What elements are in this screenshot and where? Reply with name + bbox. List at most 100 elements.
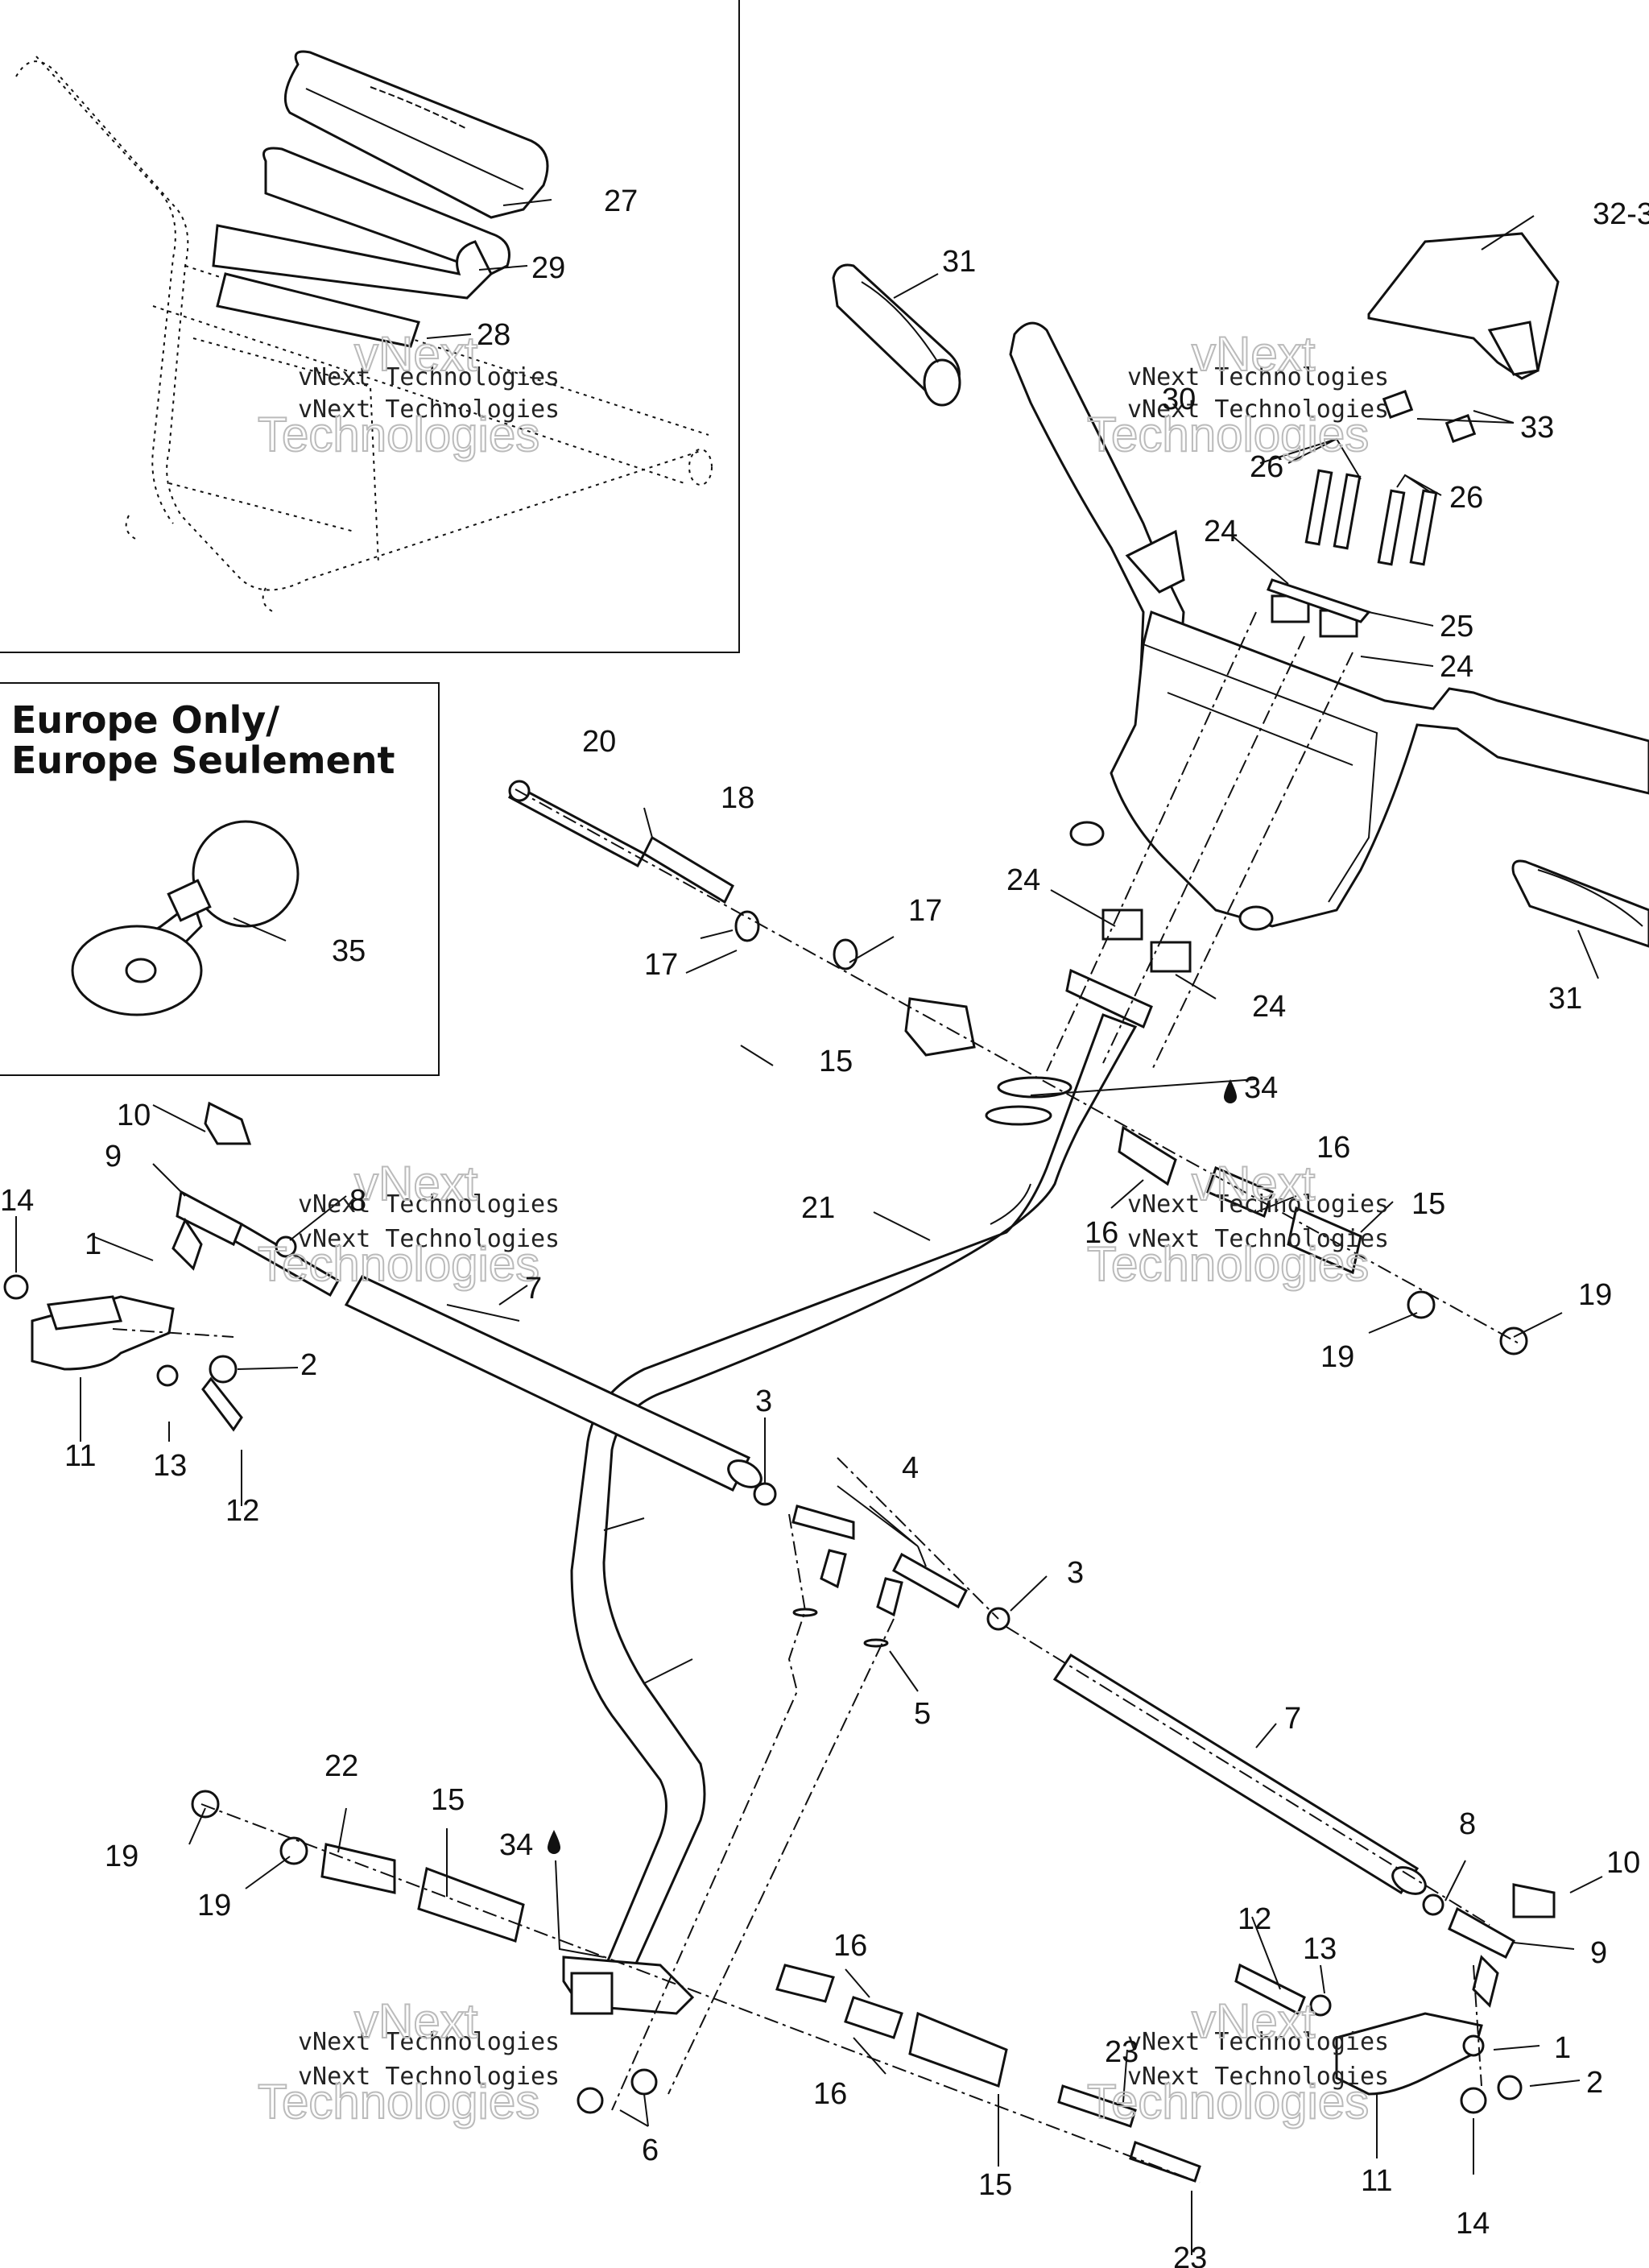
part-label-15: 15 [431,1783,465,1817]
inset-europe-title-2: Europe Seulement [11,739,395,782]
part-label-35: 35 [332,934,366,968]
part-label-18: 18 [721,781,754,815]
part-label-3: 3 [755,1384,772,1418]
watermark-line: vNext Technologies [1127,1225,1389,1253]
steering-column-21 [562,1013,1138,2015]
watermark-line: vNext Technologies [1127,395,1389,424]
part-label-31: 31 [942,245,976,279]
watermark-word: vNext [1192,327,1316,381]
part-label-19: 19 [1578,1278,1612,1312]
watermark-word: Technologies [1087,1237,1369,1291]
grip-31-upper [832,263,961,407]
part-label-23: 23 [1173,2241,1207,2268]
inset-europe-frame: Europe Only/ Europe Seulement [0,682,440,1076]
part-label-11: 11 [1361,2164,1392,2198]
watermark-line: vNext Technologies [298,363,560,391]
part-label-9: 9 [1590,1936,1607,1970]
watermark-word: vNext [354,327,478,381]
part-label-26: 26 [1449,481,1483,515]
oil-drop-icon [548,1830,560,1854]
part-label-15: 15 [1411,1187,1445,1221]
part-label-10: 10 [117,1099,151,1132]
watermark-word: Technologies [1087,2075,1369,2129]
shaft-20-18 [508,780,858,971]
steering-arm-11-left [3,1274,243,1432]
watermark-line: vNext Technologies [1127,2028,1389,2056]
steering-arm-11-right [1234,1963,1523,2114]
part-label-7: 7 [1284,1702,1301,1736]
part-labels: 27 29 28 31 32-3 30 33 26 26 24 25 24 24… [0,184,1649,2268]
part-label-12: 12 [1238,1902,1271,1936]
grip-31-lower [1511,859,1649,948]
part-label-20: 20 [582,725,616,759]
watermark: vNext Technologies vNext Technologies vN… [257,326,1389,2129]
part-label-13: 13 [1303,1932,1337,1966]
part-label-19: 19 [105,1840,138,1873]
part-label-21: 21 [801,1191,835,1225]
part-label-22: 22 [324,1749,358,1783]
part-label-14: 14 [0,1184,34,1218]
watermark-word: vNext [354,1157,478,1211]
bolts-26 [1304,469,1438,566]
inset-europe-title-1: Europe Only/ [11,698,279,742]
inset-handlebar-pad-frame [0,0,740,653]
part-label-24: 24 [1006,863,1040,897]
watermark-word: vNext [1192,1994,1316,2048]
watermark-word: Technologies [258,2075,539,2129]
pad-foam-28 [216,272,420,348]
part-label-1: 1 [1554,2031,1571,2065]
watermark-line: vNext Technologies [298,1190,560,1219]
handlebar-30 [1009,321,1649,931]
part-label-19: 19 [197,1889,231,1922]
part-label-32: 32-3 [1593,197,1649,231]
part-label-4: 4 [902,1451,919,1485]
part-label-24: 24 [1204,515,1238,548]
part-label-30: 30 [1162,383,1196,416]
watermark-line: vNext Technologies [298,1225,560,1253]
ball-joint-9-left [172,1101,297,1271]
part-label-16: 16 [1085,1216,1118,1250]
part-label-28: 28 [477,318,510,352]
handlebar-pad-29 [212,147,510,300]
part-label-2: 2 [1586,2066,1603,2100]
part-label-31: 31 [1548,982,1582,1016]
part-label-19: 19 [1320,1340,1354,1374]
tie-rod-7-left [232,1222,763,1492]
part-label-24: 24 [1440,650,1473,684]
part-label-15: 15 [978,2168,1012,2202]
part-label-11: 11 [64,1439,96,1473]
part-label-8: 8 [1459,1807,1476,1841]
part-label-26: 26 [1250,450,1283,484]
part-label-10: 10 [1606,1846,1640,1880]
nuts-6 [577,2068,658,2114]
part-label-16: 16 [1316,1131,1350,1165]
centerlines [112,611,1523,2183]
part-label-25: 25 [1440,610,1473,644]
part-label-14: 14 [1456,2207,1490,2241]
oil-drop-icon [1224,1079,1237,1103]
part-label-9: 9 [105,1140,122,1173]
watermark-line: vNext Technologies [298,2063,560,2091]
part-label-1: 1 [85,1227,101,1261]
handlebar-cover-32 [1367,232,1560,380]
watermark-line: vNext Technologies [1127,2063,1389,2091]
part-label-16: 16 [813,2077,847,2111]
watermark-word: vNext [1192,1157,1316,1211]
part-label-23: 23 [1105,2035,1139,2069]
watermark-line: vNext Technologies [298,2028,560,2056]
part-label-24: 24 [1252,990,1286,1024]
part-label-16: 16 [833,1929,867,1963]
part-label-17: 17 [644,948,678,982]
part-label-7: 7 [525,1272,542,1306]
part-label-8: 8 [349,1184,366,1218]
leader-lines [15,199,1603,2255]
ball-joint-9-right [1422,1883,1556,2008]
part-label-12: 12 [225,1494,259,1528]
lower-arm-15-16-22 [191,1790,1201,2183]
part-label-15: 15 [819,1045,853,1078]
tie-rod-7-right [1052,1653,1427,1895]
watermark-line: vNext Technologies [1127,363,1389,391]
watermark-word: Technologies [258,1237,539,1291]
watermark-line: vNext Technologies [1127,1190,1389,1219]
